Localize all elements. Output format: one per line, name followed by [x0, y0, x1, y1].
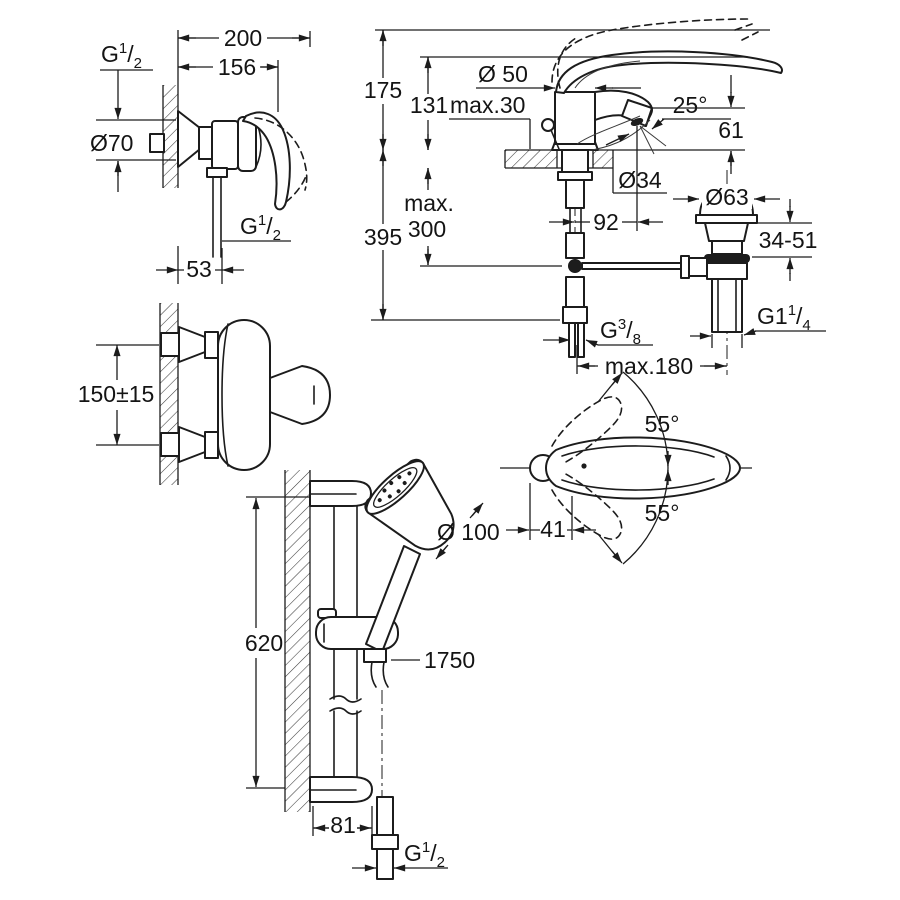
dim-hose-length: 1750: [424, 647, 475, 673]
outlet-flange: [206, 167, 228, 178]
dim-rail-length: 620: [245, 630, 283, 656]
dim-clamp-range: 34-51: [759, 227, 818, 253]
dim-body-dia: Ø 50: [478, 61, 528, 87]
dim-deck-thickness: max.30: [450, 92, 525, 118]
wall-hatch: [160, 303, 178, 485]
waste-flange: [695, 214, 758, 224]
clamping-washer: [557, 171, 593, 181]
threaded-shank: [561, 149, 589, 173]
rail-break-symbol: [329, 695, 362, 715]
hand-shower-head: [364, 458, 455, 551]
dim-total-height: 175: [364, 77, 402, 103]
dim-mixer-width: 200: [224, 25, 262, 51]
swivel-arc: [622, 371, 669, 565]
popup-rod: [581, 262, 687, 270]
basin-mixer-view: 175 395 131 max.30 max. 300 Ø 50 Ø34 25°…: [364, 18, 826, 379]
dim-below-deck: 395: [364, 224, 402, 250]
thread-label-waste: G11/4: [757, 302, 811, 334]
thread-label-hose: G1/2: [404, 839, 445, 871]
dim-spout-angle: 25°: [673, 92, 708, 118]
handle-swivel-view: 55° 55° 41: [500, 371, 752, 565]
dim-inlet-spacing: 150±15: [78, 381, 155, 407]
waste-tailpipe: [711, 278, 743, 333]
lever: [555, 50, 783, 94]
shower-rail-view: 620 Ø 100 1750 81 G1/2: [245, 458, 500, 880]
hose-end-fitting: [376, 796, 394, 836]
dim-swivel-top: 55°: [645, 411, 680, 437]
faucet-body: [554, 91, 596, 145]
thread-label-supply: G3/8: [600, 316, 641, 348]
mixer-body-top-view: [217, 319, 271, 471]
dim-head-dia: Ø 100: [437, 519, 500, 545]
connection-nut: [198, 126, 213, 160]
dim-hose-max-a: max.: [404, 190, 454, 216]
dim-bracket-depth: 81: [330, 812, 356, 838]
dim-spout-height: 61: [718, 117, 744, 143]
wall-hatch: [163, 85, 178, 188]
wall-hatch: [285, 470, 310, 812]
dim-waste-dia: Ø63: [705, 184, 748, 210]
hose-end-nut: [371, 834, 399, 850]
dim-hole-dia: Ø34: [618, 167, 662, 193]
lever-handle-swung-dashed: [254, 117, 308, 191]
dim-swivel-bottom: 55°: [645, 500, 680, 526]
dim-waste-distance: max.180: [605, 353, 693, 379]
aerator: [621, 99, 653, 127]
escutcheon: [177, 110, 201, 168]
deck-outline: [504, 149, 614, 169]
inlet-escutcheon-top: [178, 326, 206, 363]
union-nut: [149, 133, 165, 153]
dim-handle-offset: 41: [540, 516, 566, 542]
shower-mixer-top-view: 150±15: [77, 303, 331, 485]
deck-hatch: [505, 150, 557, 168]
thread-label-outlet: G1/2: [240, 212, 281, 244]
hose-end-tube: [376, 848, 394, 880]
supply-end-nut: [562, 306, 588, 324]
supply-hose-upper: [565, 179, 585, 209]
diverter-knob: [269, 365, 331, 425]
dim-escutcheon-dia: Ø70: [90, 130, 133, 156]
rod-ball-joint: [568, 259, 582, 273]
handle-swung-down-dashed: [551, 471, 623, 540]
thread-label-inlet: G1/2: [101, 40, 142, 72]
supply-pipe-right: [577, 322, 585, 358]
dim-spout-reach: 92: [593, 209, 619, 235]
inlet-escutcheon-bottom: [178, 426, 206, 463]
inlet-nut-bottom: [160, 432, 180, 457]
shower-mixer-side-view: 200 156 G1/2 Ø70 G1/2 53: [90, 25, 311, 284]
spray-nozzles: [377, 471, 412, 503]
popup-rod-knob: [541, 118, 555, 132]
valve-body: [211, 120, 239, 170]
dim-mixer-projection: 156: [218, 54, 256, 80]
inlet-nut-top: [160, 332, 180, 357]
dim-hose-max-b: 300: [408, 216, 446, 242]
aerator-outlet: [630, 117, 644, 127]
waste-seal-ring: [704, 254, 750, 263]
hose-cone-nut: [363, 648, 387, 663]
dim-outlet-offset: 53: [186, 256, 212, 282]
shower-hose: [370, 661, 389, 688]
handle-swung-up-dashed: [551, 396, 623, 465]
handle-top-view: [545, 436, 741, 500]
dim-body-height: 131: [410, 92, 448, 118]
